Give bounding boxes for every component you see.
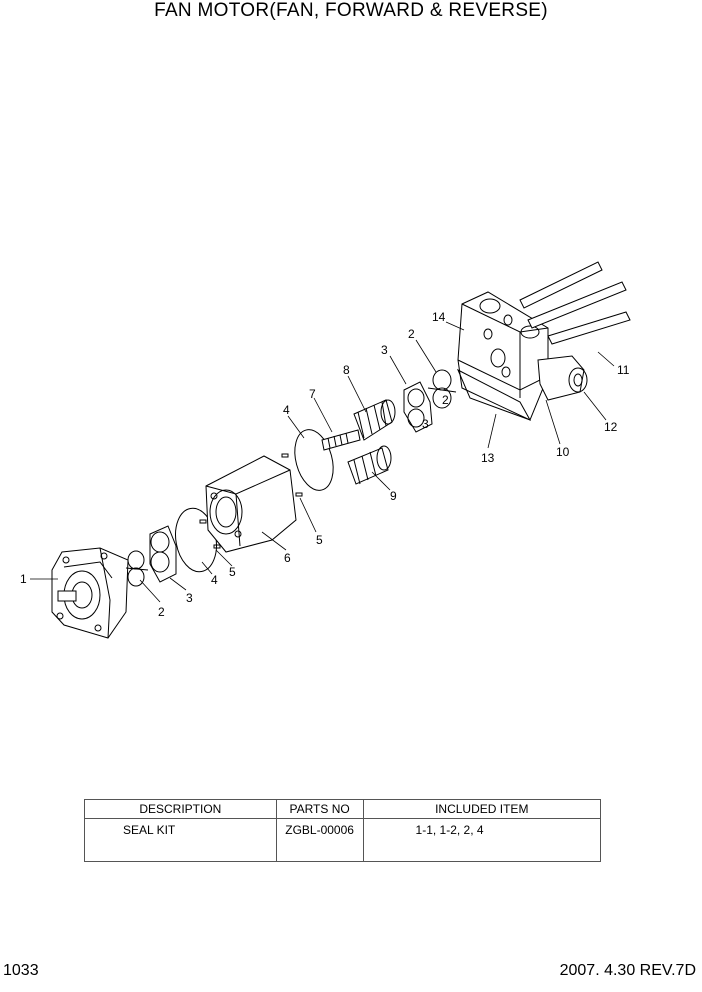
callout-labels: 1 2 3 4 5 6 4 5 2 3 7 8 9 14 2 3 11 12 1…: [20, 310, 630, 619]
revision-date: 2007. 4.30 REV.7D: [559, 962, 696, 979]
callout-4: 4: [211, 573, 218, 587]
column-header-parts-no: PARTS NO: [275, 799, 364, 819]
seal-kit-table: DESCRIPTION PARTS NO INCLUDED ITEM SEAL …: [84, 799, 602, 862]
parts-drawing: [51, 261, 631, 639]
callout-10: 10: [556, 445, 570, 459]
column-header-description: DESCRIPTION: [84, 799, 277, 819]
page-title: FAN MOTOR(FAN, FORWARD & REVERSE): [154, 0, 548, 21]
cell-description: SEAL KIT: [84, 818, 277, 862]
callout-13: 13: [481, 451, 495, 465]
part-driven-gear: [347, 445, 392, 485]
part-oring-right: [294, 429, 334, 491]
cell-parts-no: ZGBL-00006: [275, 818, 364, 862]
part-solenoid: [537, 355, 588, 401]
callout-3: 3: [186, 591, 193, 605]
part-valve-body: [456, 291, 549, 421]
part-gear-housing: [205, 455, 297, 553]
callout-8: 8: [343, 363, 350, 377]
callout-4: 4: [283, 403, 290, 417]
callout-2: 2: [158, 605, 165, 619]
callout-2: 2: [408, 327, 415, 341]
part-front-cover: [51, 547, 129, 639]
callout-7: 7: [309, 387, 316, 401]
callout-3: 3: [422, 417, 429, 431]
callout-14: 14: [432, 310, 446, 324]
part-bearing-left: [149, 525, 177, 583]
part-pins: [199, 453, 303, 549]
cell-included-item: 1-1, 1-2, 2, 4: [362, 818, 602, 862]
part-seal-left: [125, 550, 149, 587]
table-header-row: DESCRIPTION PARTS NO INCLUDED ITEM: [84, 799, 602, 819]
callout-2: 2: [442, 393, 449, 407]
part-drive-shaft: [321, 429, 361, 451]
callout-1: 1: [20, 572, 27, 586]
leader-lines: [30, 321, 615, 603]
callout-3: 3: [381, 343, 388, 357]
column-header-included-item: INCLUDED ITEM: [362, 799, 602, 819]
callout-5: 5: [229, 565, 236, 579]
callout-5: 5: [316, 533, 323, 547]
callout-11: 11: [617, 363, 630, 377]
page-number: 1033: [3, 962, 39, 979]
part-bearing-right: [403, 381, 433, 433]
callout-9: 9: [390, 489, 397, 503]
part-drive-gear: [353, 399, 396, 441]
table-row: SEAL KIT ZGBL-00006 1-1, 1-2, 2, 4: [84, 818, 602, 862]
part-tie-bolts: [519, 261, 631, 345]
callout-6: 6: [284, 551, 291, 565]
part-seal-right: [427, 369, 457, 409]
callout-12: 12: [604, 420, 618, 434]
